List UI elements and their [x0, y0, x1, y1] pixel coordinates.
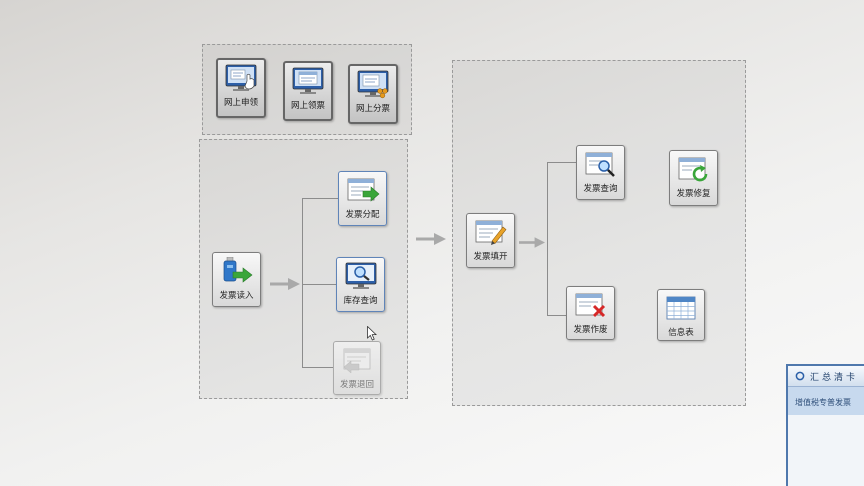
invoice-repair-icon: [678, 157, 707, 182]
usb-read-icon: [223, 257, 252, 283]
tile-label: 发票作废: [573, 325, 608, 335]
online-apply-button[interactable]: 网上申领: [216, 58, 266, 118]
invoice-return-icon: [343, 348, 371, 374]
connector-line: [302, 198, 303, 368]
mouse-cursor-icon: [367, 326, 377, 341]
stock-search-button[interactable]: 库存查询: [336, 257, 385, 312]
monitor-distribute-icon: [357, 70, 389, 99]
tile-label: 发票分配: [345, 210, 380, 220]
tile-label: 网上分票: [355, 104, 390, 114]
invoice-repair-button[interactable]: 发票修复: [669, 150, 718, 206]
tile-label: 发票退回: [339, 380, 374, 390]
tile-label: 发票读入: [219, 291, 254, 301]
invoice-void-button[interactable]: 发票作废: [566, 286, 615, 340]
invoice-search-icon: [585, 152, 615, 177]
invoice-assign-icon: [347, 178, 379, 202]
online-receive-button[interactable]: 网上领票: [283, 61, 333, 121]
invoice-type-label: 增值税专普发票: [795, 398, 851, 407]
monitor-document-icon: [292, 67, 324, 94]
refresh-circle-icon: [795, 371, 805, 381]
flow-arrow: [416, 233, 446, 245]
invoice-assign-button[interactable]: 发票分配: [338, 171, 387, 226]
invoice-fill-icon: [475, 220, 506, 245]
connector-line: [302, 284, 336, 285]
connector-line: [547, 162, 576, 163]
invoice-search-button[interactable]: 发票查询: [576, 145, 625, 200]
tile-label: 发票查询: [583, 184, 618, 194]
stock-search-icon: [345, 262, 376, 289]
tile-label: 信息表: [668, 328, 694, 338]
summary-clear-window: 汇总清卡 增值税专普发票: [786, 364, 864, 486]
connector-line: [302, 367, 333, 368]
tile-label: 网上领票: [290, 101, 325, 111]
invoice-read-button[interactable]: 发票读入: [212, 252, 261, 307]
window-title: 汇总清卡: [810, 372, 859, 383]
tile-label: 发票填开: [473, 252, 508, 262]
flow-arrow: [519, 237, 545, 248]
tile-label: 网上申领: [223, 98, 258, 108]
window-title-bar[interactable]: 汇总清卡: [788, 366, 864, 387]
monitor-hand-icon: [225, 64, 257, 91]
online-distribute-button[interactable]: 网上分票: [348, 64, 398, 124]
connector-line: [547, 162, 548, 316]
connector-line: [547, 315, 566, 316]
invoice-void-icon: [575, 293, 605, 318]
invoice-fill-button[interactable]: 发票填开: [466, 213, 515, 268]
connector-line: [302, 198, 338, 199]
flow-arrow: [270, 278, 300, 290]
info-table-icon: [666, 296, 696, 320]
tile-label: 库存查询: [343, 296, 378, 306]
invoice-type-row[interactable]: 增值税专普发票: [788, 387, 864, 415]
info-table-button[interactable]: 信息表: [657, 289, 705, 341]
tile-label: 发票修复: [676, 189, 711, 199]
invoice-return-button[interactable]: 发票退回: [333, 341, 381, 395]
